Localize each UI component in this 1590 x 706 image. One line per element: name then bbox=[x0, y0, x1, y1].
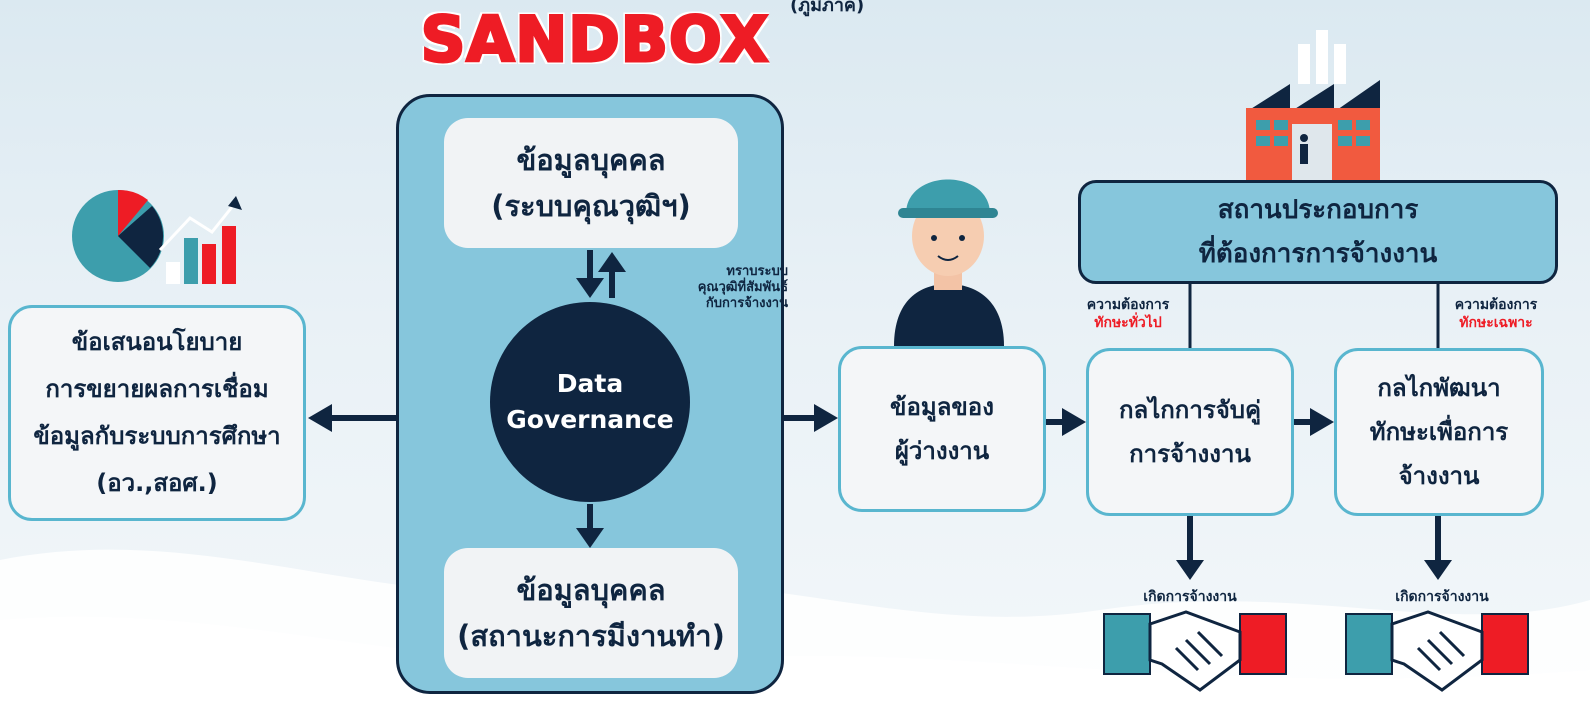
specific-skill-need: ความต้องการ ทักษะเฉพาะ bbox=[1440, 296, 1552, 332]
card-line: กลไกการจับคู่ bbox=[1118, 396, 1262, 424]
note-line: กับการจ้างงาน bbox=[705, 296, 788, 311]
card-line: ข้อมูลบุคคล bbox=[516, 143, 666, 177]
need-highlight: ทักษะเฉพาะ bbox=[1459, 315, 1533, 331]
page-title: SANDBOX bbox=[419, 2, 770, 77]
card-line: (สถานะการมีงานทำ) bbox=[457, 619, 725, 653]
need-label: ความต้องการ bbox=[1454, 297, 1538, 313]
dg-line: Governance bbox=[506, 405, 674, 434]
page-subtitle: (ภูมิภาค) bbox=[790, 0, 865, 16]
employer-card: สถานประกอบการ ที่ต้องการการจ้างงาน bbox=[1078, 180, 1558, 284]
card-line: จ้างงาน bbox=[1398, 462, 1480, 490]
dg-line: Data bbox=[556, 369, 624, 398]
hiring-outcome-label: เกิดการจ้างงาน bbox=[1143, 589, 1237, 605]
general-skill-need: ความต้องการ ทักษะทั่วไป bbox=[1072, 296, 1184, 332]
data-governance-circle: Data Governance bbox=[490, 302, 690, 502]
personal-data-employment-card: ข้อมูลบุคคล (สถานะการมีงานทำ) bbox=[444, 548, 738, 678]
skill-development-card: กลไกพัฒนา ทักษะเพื่อการ จ้างงาน bbox=[1334, 348, 1544, 516]
card-line: ข้อเสนอนโยบาย bbox=[71, 328, 243, 356]
hiring-outcome-label: เกิดการจ้างงาน bbox=[1395, 589, 1489, 605]
personal-data-qualification-card: ข้อมูลบุคคล (ระบบคุณวุฒิฯ) bbox=[444, 118, 738, 248]
card-line: ข้อมูลของ bbox=[890, 393, 994, 421]
note-line: คุณวุฒิที่สัมพันธ์ bbox=[697, 280, 788, 295]
note-line: ทราบระบบ bbox=[726, 264, 788, 279]
card-line: ข้อมูลบุคคล bbox=[516, 573, 666, 607]
card-line: การจ้างงาน bbox=[1129, 440, 1251, 468]
policy-proposal-card: ข้อเสนอนโยบาย การขยายผลการเชื่อม ข้อมูลก… bbox=[8, 305, 306, 521]
card-line: การขยายผลการเชื่อม bbox=[45, 375, 269, 403]
need-label: ความต้องการ bbox=[1086, 297, 1170, 313]
card-line: (อว.,สอศ.) bbox=[96, 469, 218, 497]
card-line: (ระบบคุณวุฒิฯ) bbox=[491, 189, 691, 223]
card-line: ที่ต้องการการจ้างงาน bbox=[1198, 239, 1438, 269]
need-highlight: ทักษะทั่วไป bbox=[1094, 315, 1162, 331]
card-line: กลไกพัฒนา bbox=[1377, 374, 1501, 402]
card-line: ข้อมูลกับระบบการศึกษา bbox=[33, 422, 281, 450]
card-line: สถานประกอบการ bbox=[1217, 195, 1419, 225]
job-matching-card: กลไกการจับคู่ การจ้างงาน bbox=[1086, 348, 1294, 516]
card-line: ทักษะเพื่อการ bbox=[1369, 418, 1509, 446]
job-seeker-data-card: ข้อมูลของ ผู้ว่างงาน bbox=[838, 346, 1046, 512]
card-line: ผู้ว่างงาน bbox=[894, 437, 990, 465]
qualification-note: ทราบระบบ คุณวุฒิที่สัมพันธ์ กับการจ้างงา… bbox=[664, 264, 788, 312]
